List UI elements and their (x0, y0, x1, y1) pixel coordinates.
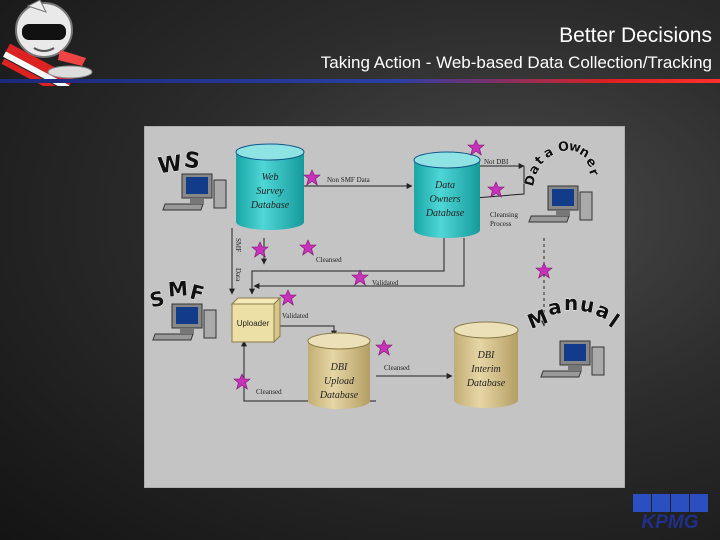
label-cleansing-process-2: Process (490, 220, 512, 228)
web-survey-label-2: Survey (256, 186, 284, 197)
slide-subtitle: Taking Action - Web-based Data Collectio… (320, 53, 712, 72)
wordart-do-7: w (567, 139, 582, 156)
data-owners-label-1: Data (434, 180, 455, 191)
wordart-do-1: D (522, 173, 539, 188)
label-cleansing-process-1: Cleansing (490, 211, 518, 219)
sunglasses-icon (22, 24, 66, 40)
wordart-do-6: O (557, 139, 569, 155)
kpmg-block-3 (671, 494, 689, 512)
mascot-smile (33, 47, 55, 52)
kpmg-block-2 (652, 494, 670, 512)
data-owners-label-2: Owners (429, 194, 460, 205)
dbi-upload-database: DBI Upload Database (307, 332, 371, 409)
label-smf-data-2: Data (234, 268, 242, 282)
chair-stripe-red-2 (1, 58, 68, 86)
data-owners-label-3: Database (425, 208, 465, 219)
mascot-cup (58, 50, 86, 66)
wordart-ws-2: S (182, 148, 201, 175)
wordart-smf: S M F (147, 276, 207, 313)
label-cleansed-1: Cleansed (316, 256, 342, 264)
label-not-dbi: Not DBI (484, 158, 509, 166)
web-survey-label-1: Web (262, 172, 279, 183)
label-cleansed-2: Cleansed (384, 364, 410, 372)
dbi-upload-label-1: DBI (330, 362, 348, 373)
label-smf-data-1: SMF (234, 238, 242, 252)
dbi-interim-label-1: DBI (477, 350, 495, 361)
kpmg-block-1 (633, 494, 651, 512)
kpmg-logo-text: KPMG (642, 512, 699, 533)
mascot-logo (1, 0, 93, 86)
kpmg-block-4 (690, 494, 708, 512)
web-survey-database: Web Survey Database (235, 143, 305, 230)
uploader-label: Uploader (237, 319, 270, 328)
data-flow-diagram: Web Survey Database Data Owners Database… (144, 126, 625, 488)
label-non-smf-data: Non SMF Data (327, 176, 371, 184)
label-cleansed-3: Cleansed (256, 388, 282, 396)
dbi-interim-label-2: Interim (470, 364, 500, 375)
arrow-validated (253, 238, 465, 289)
arrow-cleansed-to-uploader (249, 238, 445, 295)
dbi-interim-label-3: Database (466, 378, 506, 389)
wordart-smf-2: M (167, 276, 189, 301)
wordart-smf-3: F (188, 279, 207, 306)
dbi-upload-label-3: Database (319, 390, 359, 401)
data-owners-database: Data Owners Database (413, 151, 481, 238)
wordart-ws-1: W (156, 151, 184, 179)
mascot-ear (26, 0, 47, 13)
wordart-manual-3: n (564, 291, 578, 315)
label-validated-2: Validated (282, 312, 309, 320)
mascot-shoe (47, 65, 93, 79)
dbi-upload-label-2: Upload (324, 376, 355, 387)
wordart-manual-4: u (578, 292, 596, 318)
kpmg-logo: KPMG (633, 494, 708, 533)
slide-title: Better Decisions (559, 24, 712, 47)
dbi-interim-database: DBI Interim Database (453, 321, 519, 408)
wordart-manual-2: a (546, 294, 563, 320)
label-validated-1: Validated (372, 279, 399, 287)
uploader-box: Uploader (230, 296, 282, 344)
web-survey-label-3: Database (250, 200, 290, 211)
title-divider (0, 79, 720, 83)
wordart-smf-1: S (147, 286, 166, 312)
wordart-ws: W S (156, 147, 202, 179)
